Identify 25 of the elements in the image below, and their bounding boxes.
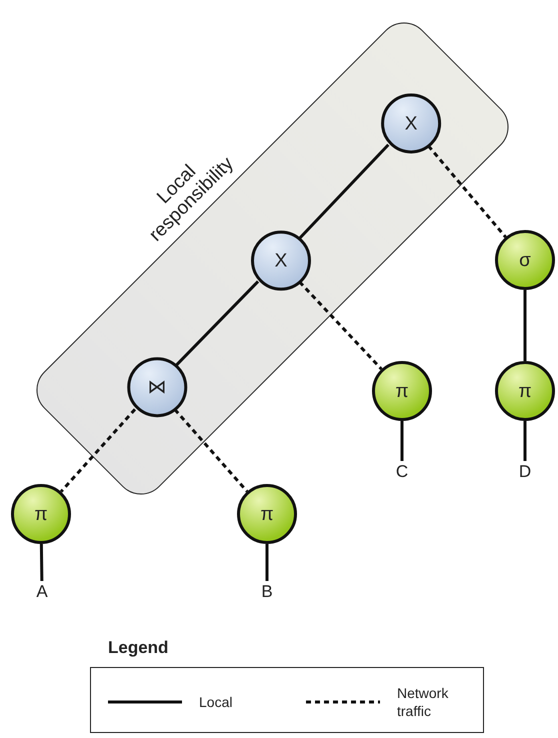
- relation-label: B: [257, 582, 277, 602]
- connector-line: [400, 421, 404, 461]
- operator-circle: π: [237, 484, 297, 544]
- operator-circle: ⋈: [126, 357, 186, 417]
- connector-line: [298, 144, 390, 240]
- relation-label: C: [392, 462, 412, 482]
- legend-text: Local: [199, 693, 234, 711]
- operator-circle: X: [250, 230, 310, 290]
- relation-label: D: [515, 462, 535, 482]
- operator-circle: π: [495, 361, 555, 421]
- connector-line: [174, 280, 260, 367]
- connector-line: [266, 544, 268, 581]
- legend-title: Legend: [108, 638, 168, 658]
- connector-line: [524, 421, 526, 461]
- connector-line: [524, 290, 526, 361]
- connector-line: [174, 408, 248, 492]
- connector-line: [298, 280, 383, 370]
- operator-circle: X: [380, 93, 440, 153]
- operator-circle: σ: [495, 230, 555, 290]
- legend-text: Network traffic: [397, 684, 450, 720]
- connector-line: [60, 408, 136, 493]
- operator-circle: π: [11, 484, 71, 544]
- connector-line: [40, 544, 44, 582]
- relation-label: A: [32, 582, 52, 602]
- connector-line: [427, 144, 507, 238]
